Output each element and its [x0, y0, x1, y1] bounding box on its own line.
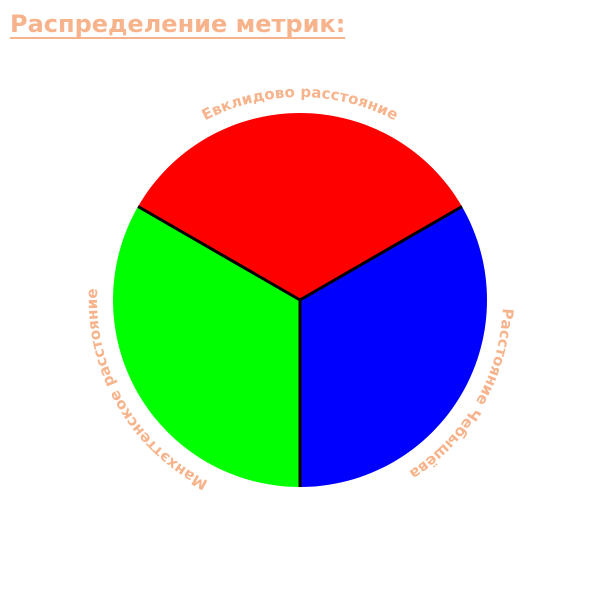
page-title: Распределение метрик: — [10, 10, 346, 38]
pie-slice-1 — [300, 206, 487, 487]
pie-slice-2 — [112, 206, 300, 487]
pie-divider-0 — [137, 205, 301, 302]
pie-dividers — [137, 205, 463, 487]
pie-divider-1 — [299, 205, 463, 302]
